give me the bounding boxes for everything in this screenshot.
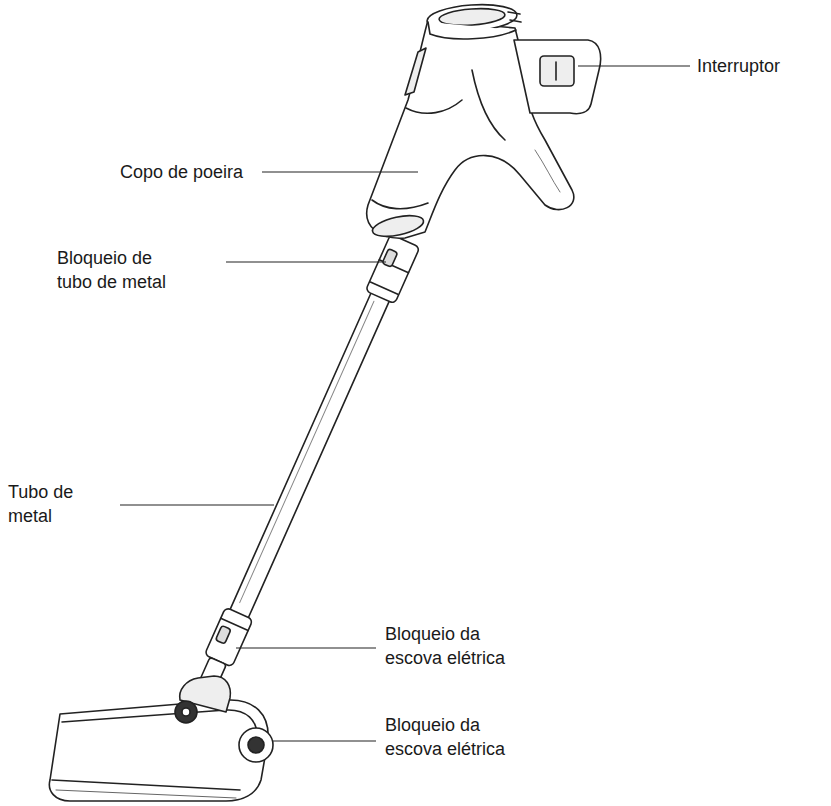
leader-lines (120, 66, 690, 741)
part-label: Bloqueio da escova elétrica (385, 713, 527, 761)
metal-tube-drawing (193, 234, 420, 691)
leader-line (120, 504, 274, 505)
leader-line (236, 647, 376, 648)
switch-housing (514, 40, 601, 114)
leader-line (578, 65, 690, 66)
part-label: Interruptor (697, 54, 827, 78)
tube-lock-button (382, 249, 398, 268)
part-label: Copo de poeira (120, 160, 258, 184)
part-label: Bloqueio de tubo de metal (57, 246, 182, 294)
body-drawing (367, 2, 601, 240)
leader-line (262, 171, 418, 172)
leader-line (226, 261, 386, 262)
switch-button (540, 56, 574, 86)
part-label: Tubo de metal (8, 480, 90, 528)
electric-brush-drawing (49, 676, 273, 801)
part-label: Bloqueio da escova elétrica (385, 622, 527, 670)
brush-lock-button (215, 625, 231, 644)
leader-line (272, 740, 376, 741)
